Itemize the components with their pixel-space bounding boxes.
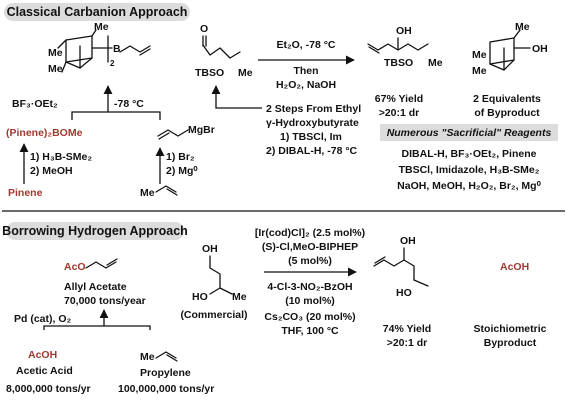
sacrificial-line-2: TBSCl, Imidazole, H₃B-SMe₂ <box>399 164 540 176</box>
allyl-acetate-name: Allyl Acetate <box>64 281 127 293</box>
top-section-title: Classical Carbanion Approach <box>7 5 188 19</box>
ethyl-route-line-3: 1) TBSCl, Im <box>280 131 342 143</box>
top-condition-oxidation: H₂O₂, NaOH <box>276 79 336 91</box>
top-product-structure <box>367 37 429 54</box>
propylene-me: Me <box>140 351 155 363</box>
allyl-acetate-amount: 70,000 tons/year <box>64 295 146 307</box>
allyl-acetate-structure <box>85 258 118 269</box>
bottom-product-oh: OH <box>400 235 416 247</box>
top-condition-solvent: Et₂O, -78 °C <box>276 39 335 51</box>
aldehyde-tbso: TBSO <box>195 67 224 79</box>
pinene-step-1: 1) H₃B-SMe₂ <box>30 151 92 163</box>
temp-condition: -78 °C <box>114 98 144 110</box>
acetic-acid-formula: AcOH <box>28 349 57 361</box>
diol-ho: HO <box>192 291 208 303</box>
pd-converge-bracket <box>43 325 151 330</box>
catalyst-line-1: [Ir(cod)Cl]₂ (2.5 mol%) <box>255 227 365 239</box>
bottom-byproduct-formula: AcOH <box>500 261 529 273</box>
acetic-acid-amount: 8,000,000 tons/yr <box>6 383 91 395</box>
aldehyde-me: Me <box>238 67 253 79</box>
bottom-title-pill <box>6 222 184 240</box>
ethyl-route-arrow <box>211 85 262 109</box>
diol-structure <box>209 255 233 295</box>
top-byproduct-me-left1: Me <box>472 49 487 61</box>
ethyl-route-line-4: 2) DIBAL-H, -78 °C <box>266 145 358 157</box>
pinene-label: Pinene <box>8 187 43 199</box>
pd-condition: Pd (cat), O₂ <box>14 313 72 325</box>
sacrificial-title: Numerous "Sacrificial" Reagents <box>387 127 552 139</box>
top-byproduct-label-2: of Byproduct <box>474 107 540 119</box>
allylborane-structure <box>57 29 151 73</box>
aldehyde-structure <box>202 35 241 59</box>
bottom-byproduct-label-1: Stoichiometric <box>474 323 547 335</box>
allylborane-converge-bracket <box>71 111 161 120</box>
bf3-condition: BF₃·OEt₂ <box>12 98 58 110</box>
top-product-tbso: TBSO <box>384 57 413 69</box>
top-condition-then: Then <box>293 65 318 77</box>
catalyst-line-2: (S)-Cl,MeO-BIPHEP <box>262 241 358 253</box>
top-byproduct-me-top: Me <box>515 21 530 33</box>
top-product-oh: OH <box>396 25 412 37</box>
top-product-dr: >20:1 dr <box>379 107 420 119</box>
catalyst-line-3: (5 mol%) <box>288 255 332 267</box>
ethyl-route-line-1: 2 Steps From Ethyl <box>266 103 361 115</box>
ethyl-route-line-2: γ-Hydroxybutyrate <box>266 117 359 129</box>
allyl-acetate-aco: AcO <box>64 261 86 273</box>
aldehyde-o-atom: O <box>200 23 208 35</box>
diol-me: Me <box>232 291 247 303</box>
propene-structure <box>155 185 178 196</box>
top-byproduct-structure <box>489 29 531 71</box>
allylborane-me-top: Me <box>94 21 109 33</box>
additive-line-2: (10 mol%) <box>285 295 335 307</box>
allylborane-me-left2: Me <box>48 63 63 75</box>
allylborane-b-atom: B <box>113 43 121 55</box>
top-product-yield: 67% Yield <box>375 93 423 105</box>
diol-oh: OH <box>202 243 218 255</box>
propylene-name: Propylene <box>140 367 191 379</box>
top-byproduct-oh: OH <box>532 43 548 55</box>
sacrificial-line-3: NaOH, MeOH, H₂O₂, Br₂, Mg⁰ <box>397 180 541 192</box>
bottom-byproduct-label-2: Byproduct <box>484 337 537 349</box>
sacrificial-line-1: DIBAL-H, BF₃·OEt₂, Pinene <box>402 148 537 160</box>
pinene-step-2: 2) MeOH <box>30 165 73 177</box>
pinene-bome: (Pinene)₂BOMe <box>6 127 83 139</box>
additive-line-1: 4-Cl-3-NO₂-BzOH <box>267 281 352 293</box>
bottom-product-yield: 74% Yield <box>383 323 431 335</box>
acetic-acid-name: Acetic Acid <box>16 365 73 377</box>
allylborane-subscript: 2 <box>110 59 115 68</box>
bottom-product-ho: HO <box>396 287 412 299</box>
bottom-product-dr: >20:1 dr <box>387 337 428 349</box>
sacrificial-title-box <box>380 124 558 141</box>
grignard-mgbr: MgBr <box>188 124 215 136</box>
top-byproduct-me-left2: Me <box>472 65 487 77</box>
propene-me: Me <box>140 187 155 199</box>
allylborane-me-left1: Me <box>48 47 63 59</box>
top-title-pill <box>4 3 190 21</box>
grignard-structure <box>157 129 189 140</box>
top-product-me: Me <box>428 57 443 69</box>
bottom-section-title: Borrowing Hydrogen Approach <box>2 224 188 238</box>
propene-step-2: 2) Mg⁰ <box>166 165 198 177</box>
top-byproduct-label-1: 2 Equivalents <box>473 93 541 105</box>
propylene-amount: 100,000,000 tons/yr <box>118 383 214 395</box>
solvent-line: THF, 100 °C <box>281 325 339 337</box>
propylene-structure <box>155 351 178 362</box>
diol-label: (Commercial) <box>180 309 247 321</box>
propene-step-1: 1) Br₂ <box>166 151 195 163</box>
base-line: Cs₂CO₃ (20 mol%) <box>264 311 355 323</box>
bottom-product-structure <box>373 247 429 287</box>
